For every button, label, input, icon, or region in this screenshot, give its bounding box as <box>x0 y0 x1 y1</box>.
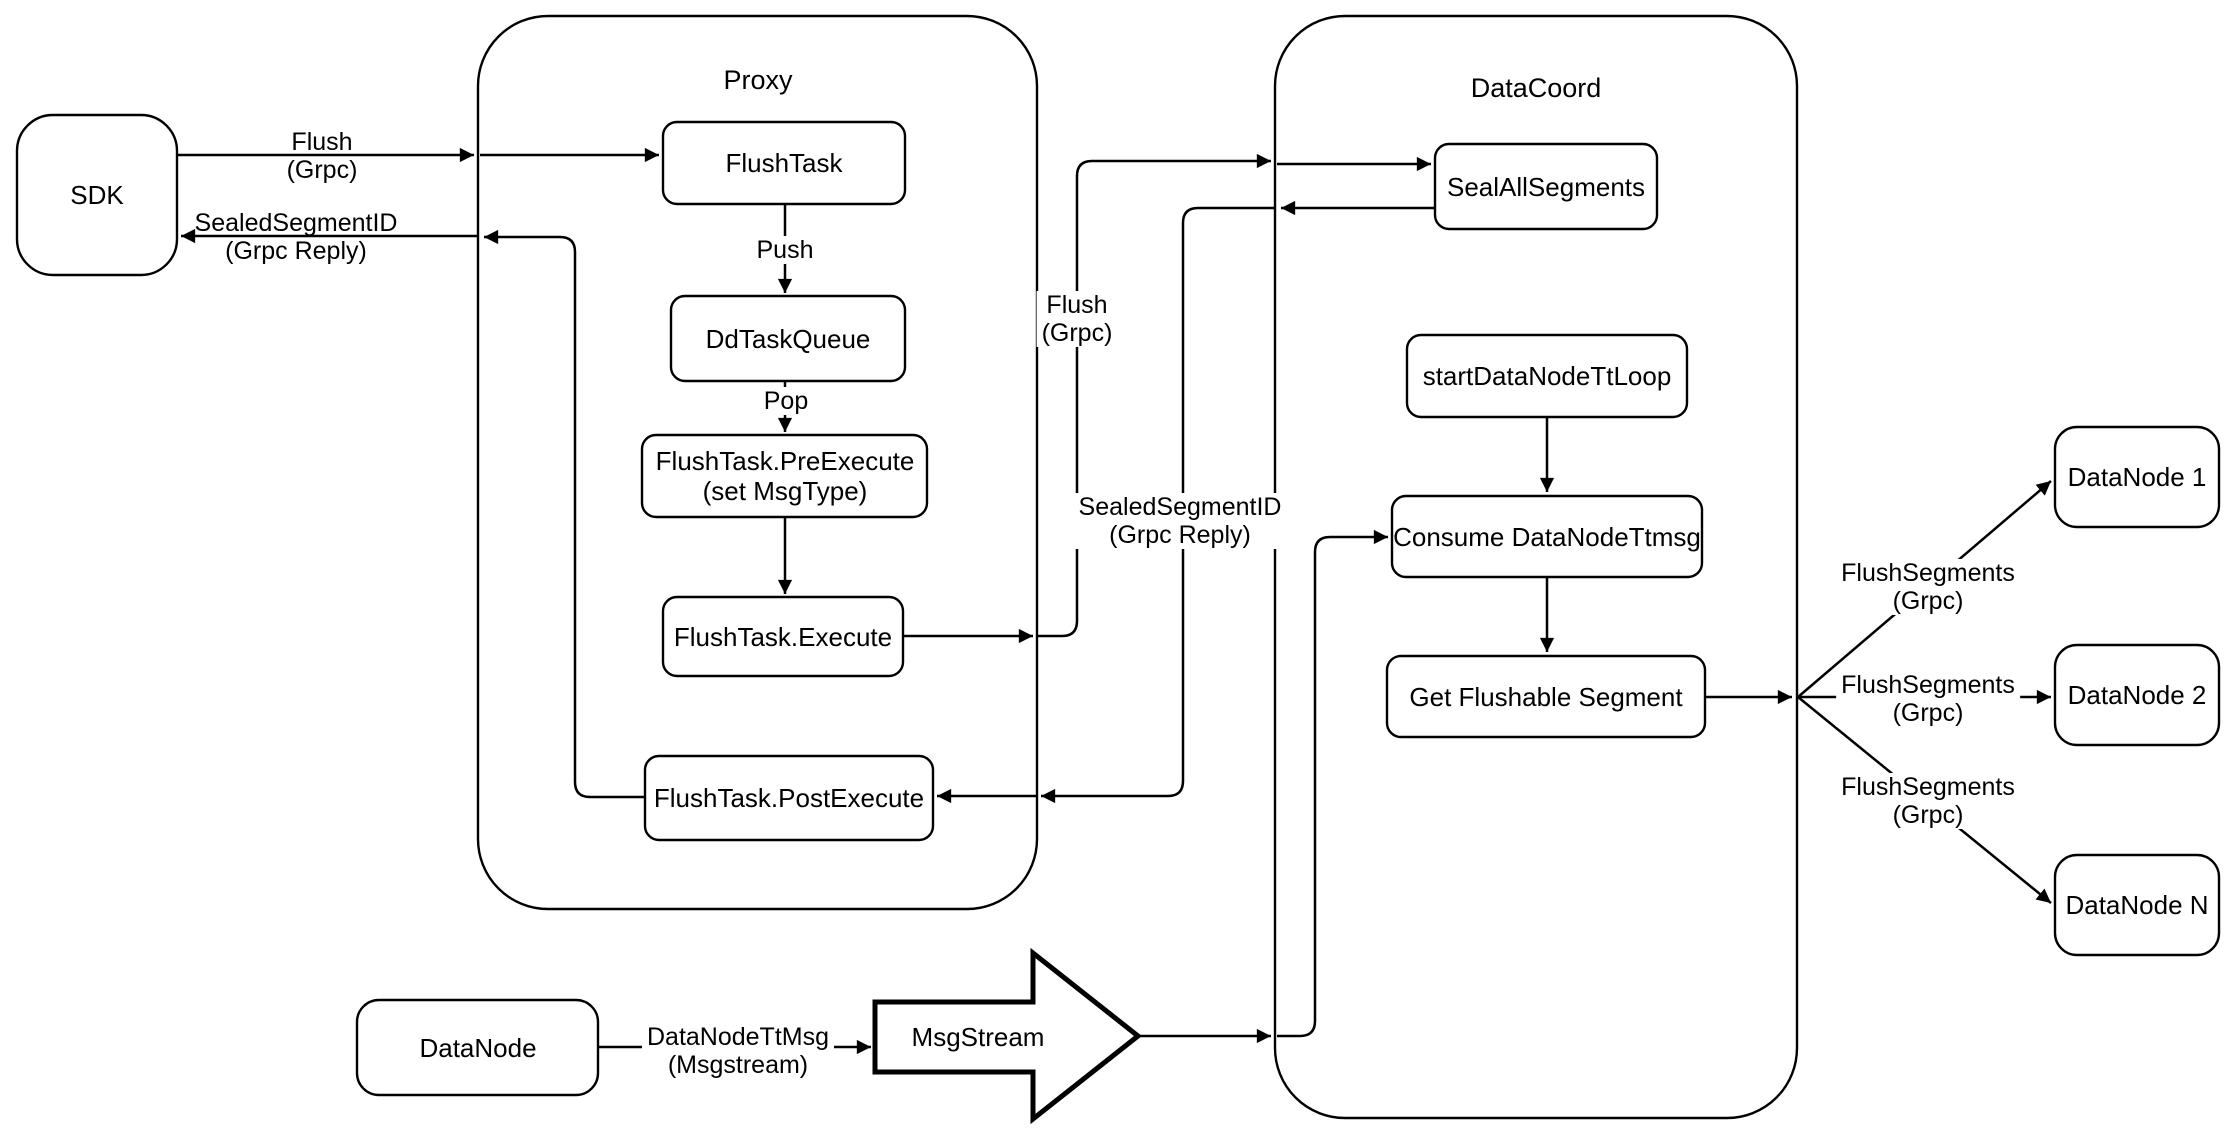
node-sdk <box>15 113 179 277</box>
msgstream-label: MsgStream <box>911 1022 1045 1052</box>
datanode-bottom-label: DataNode <box>419 1033 537 1063</box>
node-sealallsegments <box>1433 142 1659 231</box>
proxy-container <box>476 14 1039 911</box>
edge-flush-to-datacoord-edge <box>1037 153 1271 638</box>
datanode1-label: DataNode 1 <box>2067 462 2207 492</box>
datacoord-title: DataCoord <box>1470 73 1602 103</box>
edge-label-flushsegments-3-line2: (Grpc) <box>1892 801 1964 829</box>
ddtaskqueue-label: DdTaskQueue <box>705 324 871 354</box>
execute-label: FlushTask.Execute <box>673 622 893 652</box>
edge-label-flush-grpc-sdk: Flush (Grpc) <box>287 128 358 184</box>
edge-label-flushsegments-3-line1: FlushSegments <box>1841 773 2015 801</box>
edge-label-flush-grpc-mid-line1: Flush <box>1046 291 1108 319</box>
edge-label-flushsegments-2-line2: (Grpc) <box>1892 699 1964 727</box>
preexecute-label-line2: (set MsgType) <box>702 476 868 506</box>
datanode2-label: DataNode 2 <box>2067 680 2207 710</box>
edge-label-flush-grpc-sdk-line1: Flush <box>291 128 353 156</box>
edge-label-flushsegments-1-line2: (Grpc) <box>1892 587 1964 615</box>
datacoord-container <box>1273 14 1799 1120</box>
preexecute-label: FlushTask.PreExecute (set MsgType) <box>656 446 915 506</box>
edge-label-flush-grpc-mid-line2: (Grpc) <box>1041 319 1113 347</box>
proxy-title: Proxy <box>723 65 793 95</box>
node-datanode-bottom <box>355 998 600 1097</box>
edge-label-flushsegments-3: FlushSegments (Grpc) <box>1836 773 2020 829</box>
flushtask-label: FlushTask <box>725 148 843 178</box>
sdk-label: SDK <box>70 180 124 210</box>
edge-postexecute-to-proxy-edge <box>484 229 645 799</box>
consumedatanodettmsg-label: Consume DataNodeTtmsg <box>1393 522 1701 552</box>
node-startdatanodettloop <box>1405 333 1689 419</box>
node-consumedatanodettmsg <box>1390 494 1704 579</box>
edge-label-datanodettmsg-line2: (Msgstream) <box>667 1051 809 1079</box>
edge-label-flush-grpc-sdk-line2: (Grpc) <box>286 156 358 184</box>
sealallsegments-label: SealAllSegments <box>1447 172 1645 202</box>
edge-label-datanodettmsg: DataNodeTtMsg (Msgstream) <box>641 1023 835 1079</box>
node-execute <box>661 595 905 678</box>
edge-label-sealedsegmentid-sdk: SealedSegmentID (Grpc Reply) <box>195 209 398 265</box>
postexecute-label: FlushTask.PostExecute <box>653 783 925 813</box>
node-getflushablesegment <box>1385 654 1707 739</box>
edge-label-push: Push <box>751 236 819 264</box>
edge-label-sealedsegmentid-sdk-line2: (Grpc Reply) <box>225 237 367 265</box>
msgstream-block-arrow <box>872 947 1143 1125</box>
getflushablesegment-label: Get Flushable Segment <box>1409 682 1683 712</box>
startdatanodettloop-label: startDataNodeTtLoop <box>1422 361 1672 391</box>
node-preexecute <box>640 433 929 519</box>
edge-label-flush-grpc-mid: Flush (Grpc) <box>1036 291 1118 347</box>
node-datanode1 <box>2053 425 2221 529</box>
edge-label-pop: Pop <box>758 387 814 415</box>
edge-label-sealedsegmentid-mid-line1: SealedSegmentID <box>1078 493 1282 521</box>
node-datanode2 <box>2053 643 2221 747</box>
edge-datacoord-edge-to-consume <box>1277 529 1388 1038</box>
datanoden-label: DataNode N <box>2065 890 2209 920</box>
edge-label-datanodettmsg-line1: DataNodeTtMsg <box>646 1023 830 1051</box>
node-flushtask <box>661 120 907 206</box>
edge-label-flushsegments-2-line1: FlushSegments <box>1841 671 2015 699</box>
edge-label-sealedsegmentid-mid-line2: (Grpc Reply) <box>1109 521 1251 549</box>
node-ddtaskqueue <box>669 294 907 383</box>
edge-label-flushsegments-2: FlushSegments (Grpc) <box>1836 671 2020 727</box>
node-postexecute <box>643 754 935 842</box>
edge-label-flushsegments-1-line1: FlushSegments <box>1841 559 2015 587</box>
preexecute-label-line1: FlushTask.PreExecute <box>655 446 915 476</box>
edge-label-flushsegments-1: FlushSegments (Grpc) <box>1836 559 2020 615</box>
edge-label-sealedsegmentid-sdk-line1: SealedSegmentID <box>194 209 398 237</box>
edge-label-sealedsegmentid-mid: SealedSegmentID (Grpc Reply) <box>1073 493 1287 549</box>
node-datanoden <box>2053 853 2221 957</box>
